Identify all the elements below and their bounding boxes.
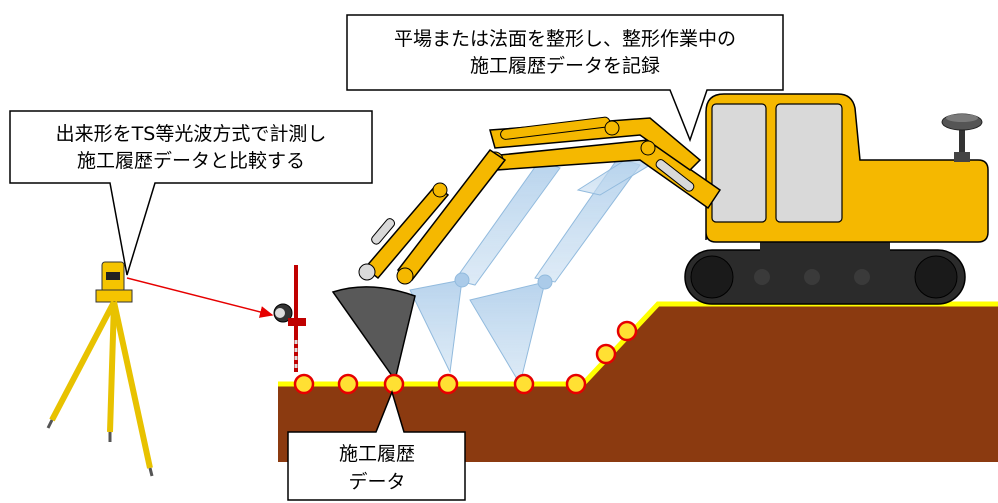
measurement-arrow [126, 277, 274, 318]
callout-bottom-line1: 施工履歴 [339, 443, 415, 465]
history-marker [595, 343, 617, 365]
callout-bottom-line2: データ [348, 471, 405, 493]
construction-history-markers [293, 320, 638, 395]
callout-top: 平場または法面を整形し、整形作業中の 施工履歴データを記録 [346, 14, 784, 143]
callout-bottom: 施工履歴 データ [287, 389, 466, 501]
callout-left-line2: 施工履歴データと比較する [77, 150, 305, 172]
history-marker [337, 373, 359, 395]
excavator [331, 93, 989, 382]
ghost-bucket [469, 281, 546, 386]
history-marker [565, 373, 587, 395]
cab-window-right [775, 103, 843, 223]
history-marker [293, 373, 315, 395]
history-marker [616, 320, 638, 342]
total-station-on-tripod-icon [46, 261, 154, 477]
history-marker [437, 373, 459, 395]
gnss-antenna-icon [941, 113, 983, 162]
history-marker [383, 373, 405, 395]
ghost-bucket [409, 279, 463, 374]
history-marker [513, 373, 535, 395]
callout-top-line1: 平場または法面を整形し、整形作業中の [394, 28, 736, 50]
excavator-bucket [331, 286, 416, 382]
prism-pole-icon [273, 265, 306, 372]
cab-window-left [711, 103, 767, 223]
callout-left-line1: 出来形をTS等光波方式で計測し [56, 123, 327, 145]
callout-top-line2: 施工履歴データを記録 [470, 55, 660, 77]
callout-left: 出来形をTS等光波方式で計測し 施工履歴データと比較する [9, 110, 373, 276]
